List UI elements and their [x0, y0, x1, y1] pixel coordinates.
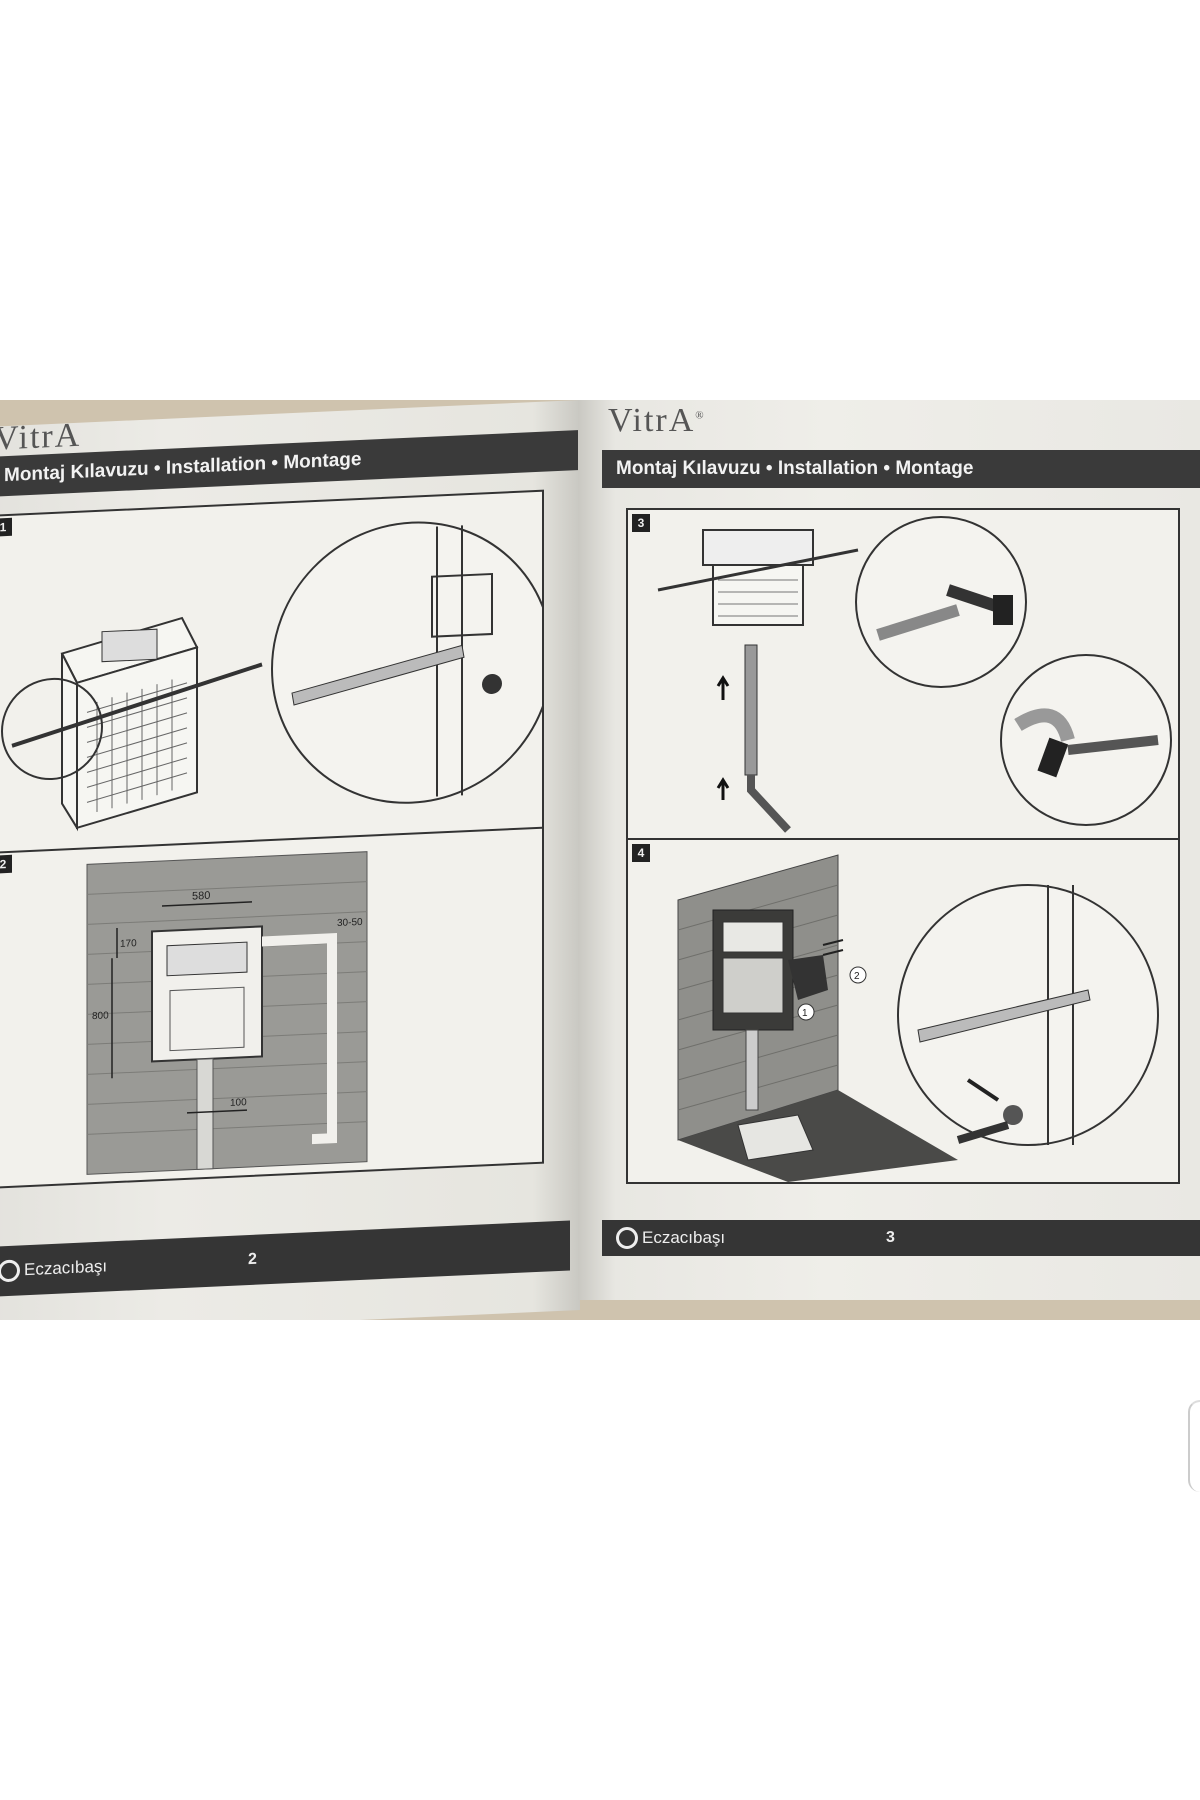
scroll-edge[interactable]	[1188, 1400, 1200, 1492]
instruction-frame: 1	[0, 489, 544, 1189]
callout-2: 2	[854, 971, 860, 982]
page-header: Montaj Kılavuzu • Installation • Montage	[0, 429, 580, 497]
eczacibasi-mark-icon	[0, 1259, 20, 1283]
step-number: 3	[632, 514, 650, 532]
page-footer: Eczacıbaşı 2	[0, 1220, 570, 1297]
left-page: VitrA Montaj Kılavuzu • Installation • M…	[0, 400, 580, 1320]
step-number: 4	[632, 844, 650, 862]
step-number: 1	[0, 517, 12, 537]
dimension-offset: 100	[230, 1097, 247, 1109]
eczacibasi-logo: Eczacıbaşı	[0, 1255, 108, 1283]
right-page: VitrA® Montaj Kılavuzu • Installation • …	[578, 400, 1200, 1300]
footer-brand: Eczacıbaşı	[24, 1256, 108, 1280]
footer-brand: Eczacıbaşı	[642, 1228, 726, 1247]
dimension-width: 580	[192, 890, 210, 903]
header-title: Montaj Kılavuzu • Installation • Montage	[616, 458, 974, 479]
step-1-illustration	[1, 521, 542, 832]
header-title: Montaj Kılavuzu • Installation • Montage	[4, 448, 362, 487]
page-footer: Eczacıbaşı 3	[602, 1220, 1200, 1256]
page-number: 2	[248, 1250, 257, 1269]
page-header: Montaj Kılavuzu • Installation • Montage	[602, 450, 1200, 488]
page-number: 3	[886, 1229, 895, 1246]
instruction-frame: 3	[626, 508, 1180, 1184]
step-2-wall-diagram: 580 170 800 30-50 100	[86, 851, 368, 1175]
step-3-illustration	[657, 516, 1172, 833]
step-4-panel: 4 1	[628, 840, 1178, 1182]
panel-divider	[628, 838, 1178, 840]
eczacibasi-mark-icon	[616, 1227, 638, 1249]
vitra-logo: VitrA®	[608, 402, 706, 439]
step-3-panel: 3	[628, 510, 1178, 838]
step-2-panel: 2	[0, 829, 542, 1187]
dimension-height: 800	[92, 1010, 109, 1022]
step-number: 2	[0, 854, 12, 874]
eczacibasi-logo: Eczacıbaşı	[616, 1227, 725, 1249]
step-1-panel: 1	[0, 492, 542, 852]
dimension-top: 170	[120, 938, 137, 950]
callout-1: 1	[802, 1008, 808, 1019]
step-4-illustration: 1 2	[677, 854, 1159, 1182]
manual-photo: VitrA Montaj Kılavuzu • Installation • M…	[0, 400, 1200, 1320]
dimension-side: 30-50	[337, 917, 363, 929]
